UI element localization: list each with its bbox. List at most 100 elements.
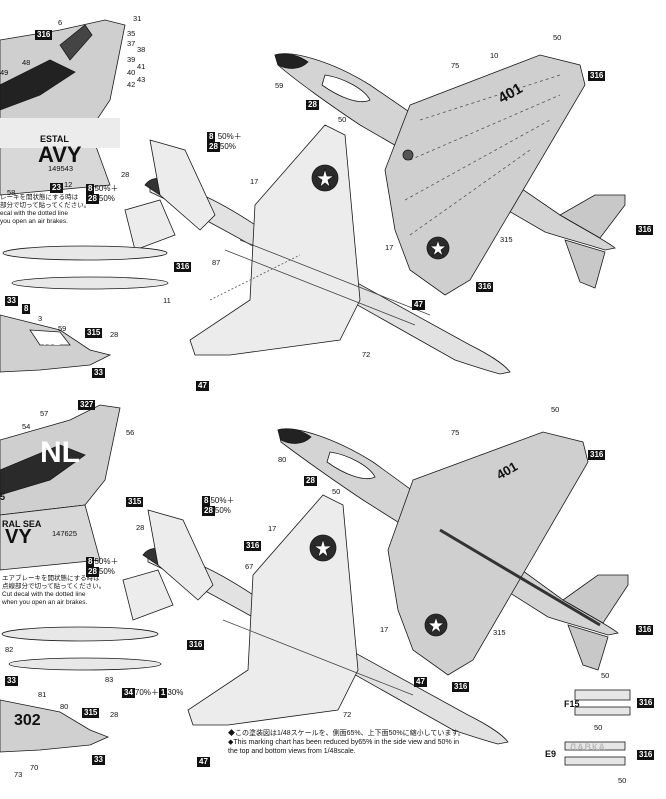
top-view-aircraft-2 bbox=[277, 428, 629, 676]
s2-tail-small: 5 bbox=[0, 492, 6, 502]
s2-paint-main: 50%＋ bbox=[94, 557, 119, 566]
b1-code-316-box: 316 bbox=[174, 262, 192, 272]
s1-label-8: 8 bbox=[22, 304, 31, 314]
s1-paint-box-28: 28 bbox=[86, 194, 99, 204]
s2-note-jp: エアブレーキを開状態にする時は bbox=[2, 575, 100, 582]
pylon-label-50a: 50 bbox=[601, 671, 610, 680]
pylon-label-50b: 50 bbox=[594, 723, 603, 732]
t2-label-47b: 47 bbox=[197, 757, 210, 767]
drop-tanks-1 bbox=[2, 245, 169, 290]
label-28: 28 bbox=[306, 100, 319, 110]
s2-paint-c-sub: 30% bbox=[167, 688, 184, 697]
scale-note-en2: the top and bottom views from 1/48scale. bbox=[228, 748, 356, 755]
s2-code-33b-box: 33 bbox=[92, 755, 105, 765]
s2-label-33: 33 bbox=[5, 676, 18, 686]
code-47-box: 47 bbox=[412, 300, 425, 310]
s2-paint-box-28: 28 bbox=[86, 567, 99, 577]
s2-label-33b: 33 bbox=[92, 755, 105, 765]
s2-tail-text: NL bbox=[40, 436, 80, 469]
s1-note-jp: レーキを開状態にする時は bbox=[0, 194, 79, 201]
s2-note-en1: Cut decal with the dotted line bbox=[2, 591, 86, 598]
b1-paint-box-8: 8 bbox=[207, 132, 216, 142]
top-view-aircraft-1 bbox=[274, 53, 626, 296]
pylons bbox=[564, 689, 631, 766]
b1-label-47: 47 bbox=[196, 381, 209, 391]
s1-code-33-box: 33 bbox=[5, 296, 18, 306]
pylon-label-316a: 316 bbox=[637, 698, 655, 708]
s1-label-49: 49 bbox=[0, 68, 9, 77]
t2-code-28-box: 28 bbox=[304, 476, 317, 486]
label-316b: 316 bbox=[636, 225, 654, 235]
label-10: 10 bbox=[490, 51, 499, 60]
s2-label-83: 83 bbox=[105, 675, 114, 684]
s1-label-6: 6 bbox=[58, 18, 63, 27]
s1-label-31: 31 bbox=[133, 14, 142, 23]
s1-tail-text: ESTAL bbox=[40, 134, 69, 144]
label-315: 315 bbox=[500, 235, 513, 244]
pylon-code-316a-box: 316 bbox=[637, 698, 655, 708]
label-316c: 316 bbox=[476, 282, 494, 292]
code-316c-box: 316 bbox=[476, 282, 494, 292]
s2-label-82: 82 bbox=[5, 645, 14, 654]
watermark-logo: ЛАВКА bbox=[569, 742, 606, 752]
t2-label-47: 47 bbox=[414, 677, 427, 687]
s2-note-jp2: 点線部分で切って貼ってください。 bbox=[2, 583, 106, 590]
s1-label-48: 48 bbox=[22, 58, 31, 67]
label-316: 316 bbox=[588, 71, 606, 81]
code-316-box: 316 bbox=[588, 71, 606, 81]
t2-label-50b: 50 bbox=[332, 487, 341, 496]
s2-paint-c-main: 70%＋ bbox=[134, 688, 159, 697]
s1-code-316-box: 316 bbox=[35, 30, 53, 40]
s1-label-23: 23 bbox=[50, 183, 63, 193]
s2-label-70: 70 bbox=[30, 763, 39, 772]
t2-label-50: 50 bbox=[551, 405, 560, 414]
s2-paint-sub: 50% bbox=[98, 567, 115, 576]
s1-code-23-box: 23 bbox=[50, 183, 63, 193]
s1-paint-sub: 50% bbox=[98, 194, 115, 203]
s2-label-315: 315 bbox=[126, 497, 144, 507]
bottom-view-aircraft-1 bbox=[124, 124, 511, 375]
s1-label-37: 37 bbox=[127, 39, 136, 48]
pylon-code-316b-box: 316 bbox=[637, 750, 655, 760]
s1-label-59: 59 bbox=[58, 324, 67, 333]
s2-label-28: 28 bbox=[110, 710, 119, 719]
t2-label-72: 72 bbox=[343, 710, 352, 719]
label-17b: 17 bbox=[385, 243, 394, 252]
s1-note-en1: ecal with the dotted line bbox=[0, 210, 68, 217]
t2-paint-box-28: 28 bbox=[202, 506, 215, 516]
s1-label-12: 12 bbox=[64, 180, 73, 189]
label-47: 47 bbox=[412, 300, 425, 310]
s1-label-40: 40 bbox=[127, 68, 136, 77]
t2-label-28b: 28 bbox=[136, 523, 145, 532]
s2-code-316-box: 316 bbox=[187, 640, 205, 650]
s2-paint-box-1: 1 bbox=[158, 688, 168, 698]
t2-code-316c-box: 316 bbox=[452, 682, 470, 692]
s1-label-315: 315 bbox=[85, 328, 103, 338]
t2-label-75: 75 bbox=[451, 428, 460, 437]
s1-navy-text: AVY bbox=[38, 142, 82, 167]
t2-label-316: 316 bbox=[588, 450, 606, 460]
s1-label-28: 28 bbox=[110, 330, 119, 339]
t2-code-47b-box: 47 bbox=[197, 757, 210, 767]
drop-tanks-2 bbox=[1, 626, 162, 671]
code-316b-box: 316 bbox=[636, 225, 654, 235]
t2-paint-main: 50%＋ bbox=[210, 496, 235, 505]
s1-note-en2: you open an air brakes. bbox=[0, 218, 68, 225]
s1-label-3: 3 bbox=[38, 314, 43, 323]
s1-label-43: 43 bbox=[137, 75, 146, 84]
s1-label-58: 58 bbox=[7, 188, 16, 197]
s2-code-327-box: 327 bbox=[78, 400, 96, 410]
s2-code-315-box: 315 bbox=[126, 497, 144, 507]
label-50: 50 bbox=[553, 33, 562, 42]
t2-label-80: 80 bbox=[278, 455, 287, 464]
t2-code-316b-box: 316 bbox=[636, 625, 654, 635]
label-17a: 17 bbox=[250, 177, 259, 186]
s2-paint-box-34: 34 bbox=[122, 688, 135, 698]
s1-label-39: 39 bbox=[127, 55, 136, 64]
b1-label-316: 316 bbox=[174, 262, 192, 272]
s2-label-54: 54 bbox=[22, 422, 31, 431]
scale-note-en1: ◆This marking chart has been reduced by6… bbox=[228, 739, 460, 746]
